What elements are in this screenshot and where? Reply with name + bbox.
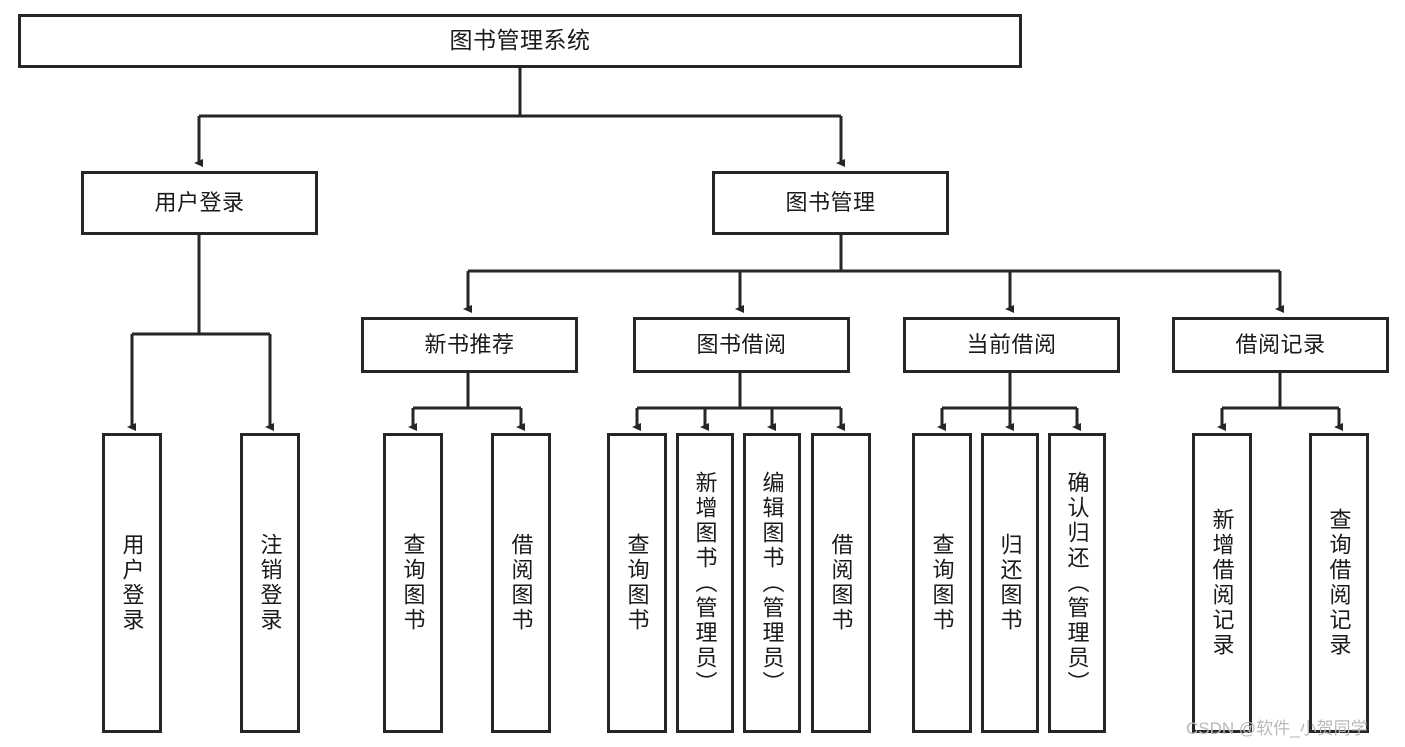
node-leaf-user-login[interactable]: 用户登录 [102, 433, 162, 733]
node-new-book-rec-label: 新书推荐 [424, 332, 515, 358]
node-leaf-user-logout[interactable]: 注销登录 [240, 433, 300, 733]
watermark: CSDN @软件_小贺同学 [1186, 719, 1368, 738]
node-book-manage[interactable]: 图书管理 [712, 171, 949, 235]
node-borrow-record[interactable]: 借阅记录 [1172, 317, 1389, 373]
node-new-book-rec[interactable]: 新书推荐 [361, 317, 578, 373]
node-leaf-borrow-book-1[interactable]: 借阅图书 [491, 433, 551, 733]
node-book-borrow[interactable]: 图书借阅 [633, 317, 850, 373]
node-root-label: 图书管理系统 [449, 27, 591, 54]
node-leaf-return-book[interactable]: 归还图书 [981, 433, 1039, 733]
node-leaf-query-book-2[interactable]: 查询图书 [607, 433, 667, 733]
node-leaf-add-book-label: 新增图书（管理员） [692, 470, 718, 696]
node-user-login[interactable]: 用户登录 [81, 171, 318, 235]
node-leaf-confirm-return[interactable]: 确认归还（管理员） [1048, 433, 1106, 733]
node-leaf-confirm-return-label: 确认归还（管理员） [1064, 470, 1090, 696]
node-leaf-user-logout-label: 注销登录 [257, 533, 283, 633]
node-leaf-edit-book[interactable]: 编辑图书（管理员） [743, 433, 801, 733]
node-leaf-return-book-label: 归还图书 [997, 533, 1023, 633]
node-borrow-record-label: 借阅记录 [1235, 332, 1326, 358]
node-leaf-query-record-label: 查询借阅记录 [1326, 508, 1352, 658]
node-leaf-query-book-3[interactable]: 查询图书 [912, 433, 972, 733]
node-current-borrow[interactable]: 当前借阅 [903, 317, 1120, 373]
node-leaf-borrow-book-1-label: 借阅图书 [508, 533, 534, 633]
node-leaf-query-book-1-label: 查询图书 [400, 533, 426, 633]
node-leaf-add-record-label: 新增借阅记录 [1209, 508, 1235, 658]
node-user-login-label: 用户登录 [154, 190, 245, 216]
node-leaf-edit-book-label: 编辑图书（管理员） [759, 470, 785, 696]
node-leaf-query-record[interactable]: 查询借阅记录 [1309, 433, 1369, 733]
node-leaf-borrow-book-2-label: 借阅图书 [828, 533, 854, 633]
node-book-manage-label: 图书管理 [785, 190, 876, 216]
node-leaf-add-book[interactable]: 新增图书（管理员） [676, 433, 734, 733]
node-leaf-query-book-2-label: 查询图书 [624, 533, 650, 633]
node-leaf-add-record[interactable]: 新增借阅记录 [1192, 433, 1252, 733]
node-leaf-query-book-3-label: 查询图书 [929, 533, 955, 633]
node-leaf-borrow-book-2[interactable]: 借阅图书 [811, 433, 871, 733]
node-leaf-user-login-label: 用户登录 [119, 533, 145, 633]
node-leaf-query-book-1[interactable]: 查询图书 [383, 433, 443, 733]
node-book-borrow-label: 图书借阅 [696, 332, 787, 358]
node-current-borrow-label: 当前借阅 [966, 332, 1057, 358]
node-root[interactable]: 图书管理系统 [18, 14, 1022, 68]
